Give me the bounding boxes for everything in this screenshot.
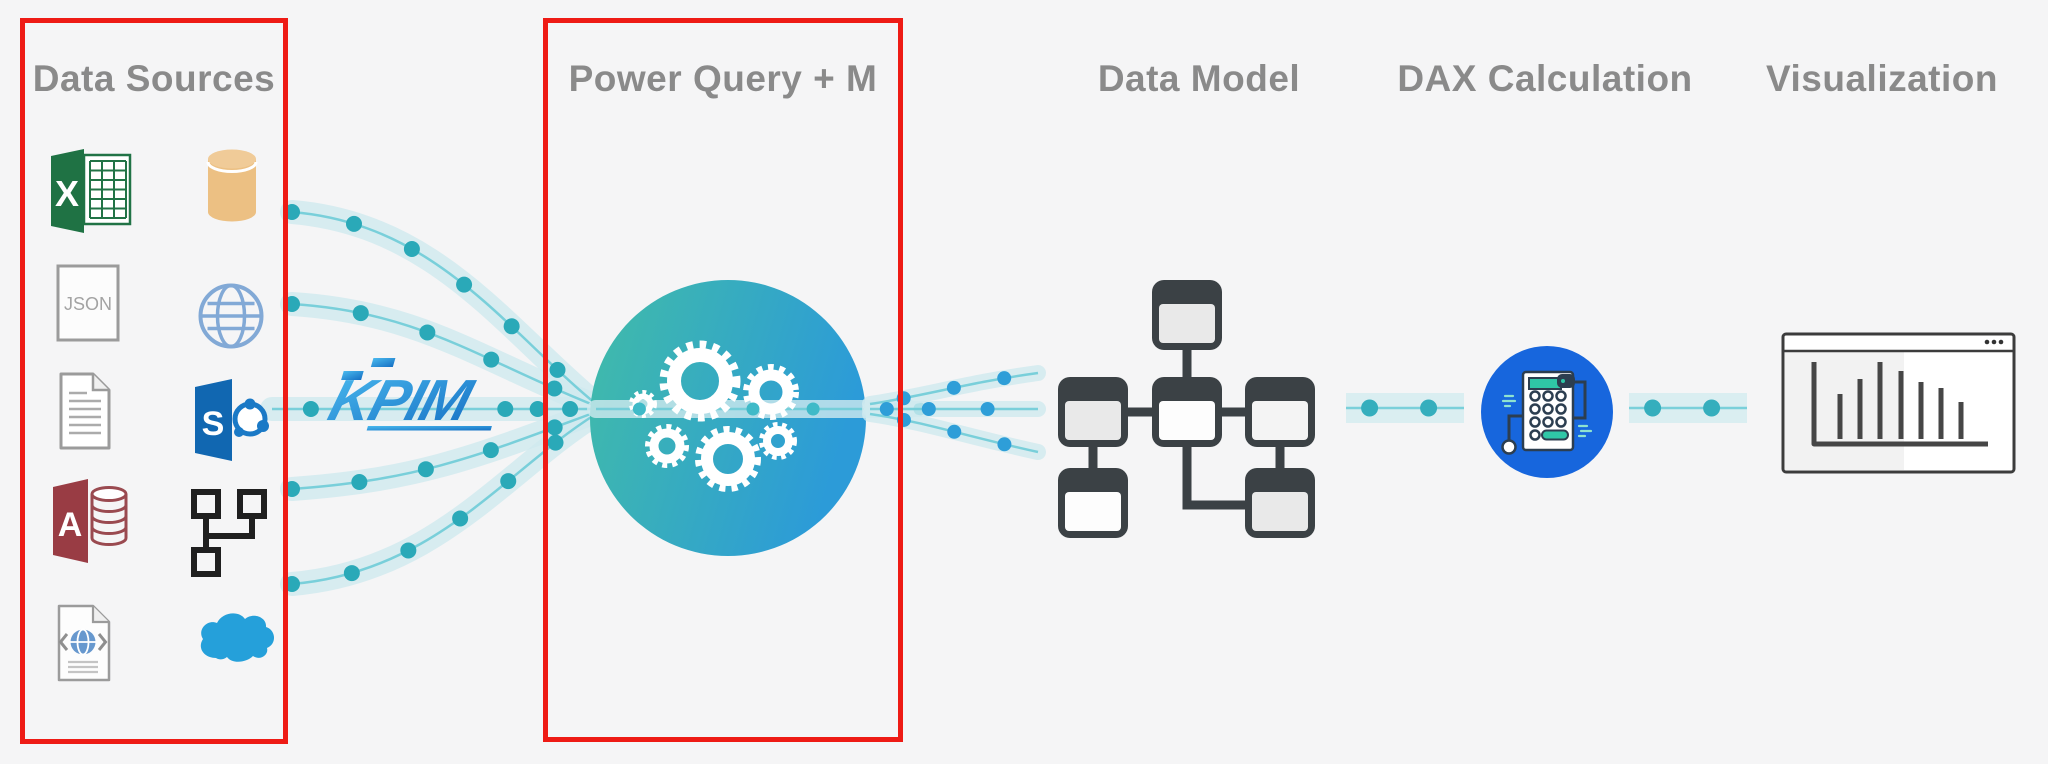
model-table-node	[1152, 280, 1222, 350]
flow-dot	[632, 402, 646, 416]
flow-dot	[483, 351, 500, 368]
flow-dot	[284, 296, 300, 312]
flow-dot	[284, 204, 300, 220]
flow-dot	[345, 215, 362, 232]
kpim-underline	[366, 426, 492, 431]
flow-dot	[482, 442, 499, 459]
flow-dot	[456, 276, 473, 293]
stage-title-power-query: Power Query + M	[568, 58, 878, 99]
flow-dot	[497, 401, 514, 417]
mini-bar-chart	[1837, 362, 1964, 439]
flow-dot	[879, 402, 894, 416]
access-letter: A	[58, 506, 83, 544]
flow-dot	[549, 361, 566, 378]
stage-title-visualization: Visualization	[1766, 58, 1998, 99]
kpim-logo-text: KPIM	[322, 367, 481, 433]
flow-dot	[896, 391, 911, 406]
dax-flow-line	[1346, 393, 1464, 423]
flow-dot	[400, 542, 417, 559]
flow-dot	[921, 402, 936, 416]
flow-dot	[352, 305, 369, 322]
flow-dot	[417, 461, 434, 478]
model-table-node	[1245, 377, 1315, 447]
model-table-node	[1152, 377, 1222, 447]
flow-dot	[997, 437, 1012, 452]
database-icon	[206, 149, 258, 222]
model-table-node	[1058, 377, 1128, 447]
flow-dot	[419, 324, 436, 341]
flow-dot	[546, 419, 563, 436]
flow-dot	[546, 380, 563, 397]
model-table-node	[1058, 468, 1128, 538]
report-window-bar-chart-icon	[1781, 332, 2016, 474]
flow-dot	[500, 473, 517, 490]
stage-title-dax: DAX Calculation	[1397, 58, 1693, 99]
flow-dot	[1420, 399, 1438, 417]
access-icon: A	[53, 479, 128, 563]
flow-dot	[947, 424, 962, 439]
flow-dot	[302, 401, 319, 417]
stage-title-data-model: Data Model	[1097, 58, 1301, 99]
json-file-icon: JSON	[56, 264, 120, 342]
calculator-decor-marks	[1501, 394, 1593, 438]
kpim-dash-icon	[370, 358, 396, 367]
flow-dot	[284, 576, 300, 592]
source-flow-lines	[260, 200, 608, 596]
excel-icon: X	[51, 149, 132, 233]
flow-dot	[980, 402, 995, 416]
kpim-watermark-logo: KPIM	[322, 358, 492, 433]
flow-dot	[351, 473, 368, 490]
flow-dot	[547, 434, 564, 451]
visualization-flow-line	[1629, 393, 1747, 423]
kpim-dash-icon	[341, 371, 364, 380]
excel-letter: X	[55, 173, 79, 214]
power-query-gears-circle	[587, 280, 930, 556]
flow-dot	[343, 565, 360, 582]
flow-dot	[529, 401, 546, 417]
web-globe-icon	[198, 283, 264, 349]
calculator-icon	[1481, 346, 1613, 478]
stage-title-data-sources: Data Sources	[32, 58, 276, 99]
salesforce-cloud-icon	[200, 613, 275, 662]
flow-dot	[1361, 399, 1379, 417]
flow-dot	[746, 402, 760, 416]
xml-web-file-icon	[57, 604, 111, 682]
flow-dot	[806, 402, 820, 416]
flow-dot	[452, 510, 469, 527]
flow-dot	[896, 412, 911, 427]
flow-dot	[284, 481, 300, 497]
json-label: JSON	[64, 294, 112, 314]
flow-dot	[946, 380, 961, 395]
flow-dot	[562, 401, 579, 417]
text-document-icon	[59, 372, 111, 450]
window-menu-dots-icon	[1984, 339, 2004, 345]
sharepoint-icon: S	[195, 379, 269, 461]
data-model-schema-icon	[1058, 280, 1315, 538]
model-table-node	[1245, 468, 1315, 538]
flow-dot	[1644, 399, 1662, 417]
gears-process-icon	[629, 340, 799, 492]
flow-dot	[503, 318, 520, 335]
flow-dot	[403, 241, 420, 258]
sharepoint-letter: S	[202, 405, 225, 443]
flow-dot	[1703, 399, 1721, 417]
sitemap-icon	[191, 489, 267, 577]
model-flow-lines	[862, 365, 1046, 460]
flow-dot	[997, 371, 1012, 386]
